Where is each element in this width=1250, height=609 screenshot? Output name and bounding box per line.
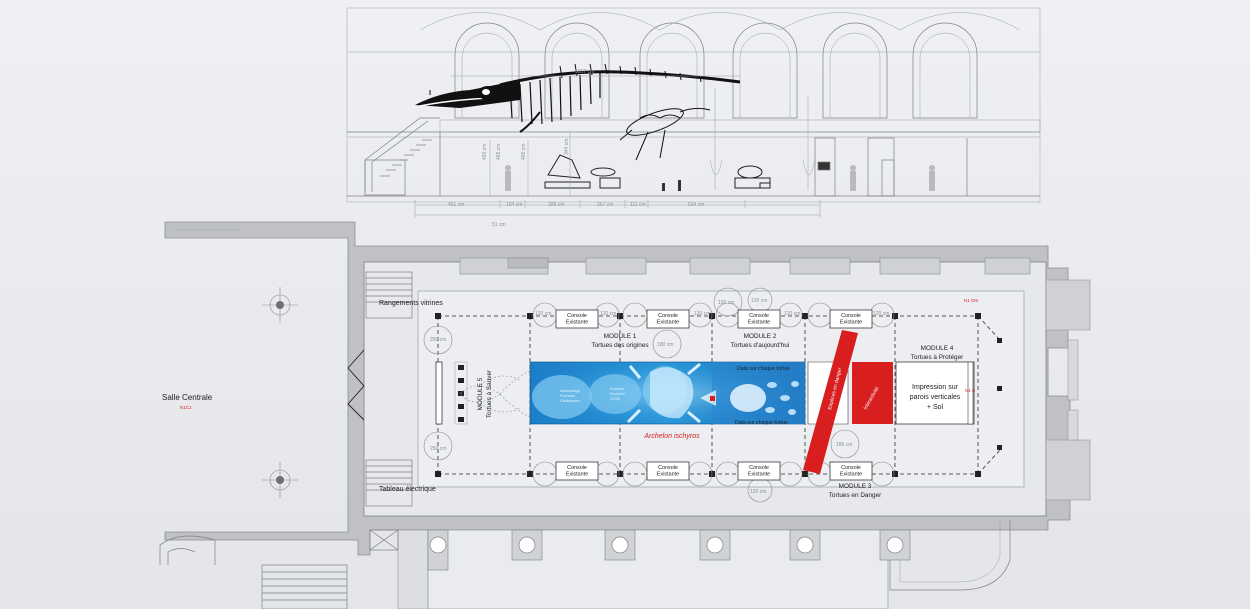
- dim-180-b: 180 cm: [836, 442, 852, 448]
- width-dim-4: 257 cm: [597, 202, 613, 208]
- svg-text:Cladistiques: Cladistiques: [560, 399, 580, 403]
- dim-150: 150 cm: [718, 300, 734, 306]
- whale-length-dim: 1857 cm: [575, 69, 594, 75]
- console-label: Console: [841, 465, 861, 471]
- dim-120-e: 120 cm: [873, 311, 889, 317]
- archelon-skeleton: [619, 107, 711, 161]
- module2-title: MODULE 2: [744, 333, 777, 340]
- width-dim-3: 299 cm: [548, 202, 564, 208]
- impression-panel: [895, 361, 975, 425]
- console-label: Console: [749, 465, 769, 471]
- console-label: Console: [567, 465, 587, 471]
- module1-subtitle: Tortues des origines: [591, 342, 648, 349]
- salle-centrale-code: N1C1: [180, 405, 192, 410]
- dim-120-a: 120 cm: [600, 311, 616, 317]
- rangements-label: Rangements vitrines: [379, 300, 443, 307]
- whale-outline-plan: [459, 364, 546, 424]
- archelon-label: Archelon ischyros: [643, 433, 700, 440]
- module5-subtitle: Tortues à Sauver: [486, 369, 493, 418]
- svg-text:Assemblage: Assemblage: [560, 389, 580, 393]
- impression-line-3: + Sol: [927, 404, 944, 411]
- code-top-right: N1 Om: [964, 298, 979, 303]
- console-label: Existante: [566, 472, 588, 478]
- whale-skeleton: [415, 63, 741, 133]
- width-dim-6: 524 cm: [688, 202, 704, 208]
- svg-text:Formules: Formules: [560, 394, 575, 398]
- red-banner-diagonal: [803, 330, 858, 474]
- console-label: Console: [841, 313, 861, 319]
- console-label: Existante: [657, 320, 679, 326]
- console-label: Console: [658, 313, 678, 319]
- console-row-top: [555, 309, 873, 329]
- dim-250-a: 250 cm: [430, 337, 446, 343]
- dim-120-d: 120 cm: [784, 311, 800, 317]
- console-label: Console: [749, 313, 769, 319]
- console-label: Existante: [566, 320, 588, 326]
- module3-subtitle: Tortues en Danger: [829, 492, 882, 499]
- console-label: Existante: [840, 320, 862, 326]
- column-symbol: [262, 287, 298, 498]
- dim-120-f: 120 cm: [751, 298, 767, 304]
- console-label: Console: [567, 313, 587, 319]
- module5-title: MODULE 5: [477, 377, 484, 410]
- dim-250-b: 250 cm: [430, 446, 446, 452]
- data-top-label: Data sur chaque tortue: [737, 366, 790, 372]
- dim-120-c: 120 cm: [694, 311, 710, 317]
- height-dim-2: 465 cm: [496, 144, 502, 160]
- width-dim-2: 104 cm: [506, 202, 522, 208]
- salle-centrale-label: Salle Centrale: [162, 393, 213, 402]
- code-right: N1 D: [965, 388, 976, 393]
- tableau-label: Tableau électrique: [379, 486, 436, 493]
- width-dim-5: 111 cm: [630, 202, 646, 208]
- height-dim-4: 344 cm: [564, 139, 570, 155]
- console-label: Console: [658, 465, 678, 471]
- console-row-bottom: [555, 461, 873, 481]
- impression-line-2: parois verticales: [910, 394, 961, 401]
- console-label: Existante: [748, 472, 770, 478]
- svg-text:Archelon: Archelon: [610, 387, 624, 391]
- width-dim-1: 461 cm: [448, 202, 464, 208]
- module2-subtitle: Tortues d'aujourd'hui: [731, 342, 790, 349]
- elevation-drawing: 1857 cm 420 cm 465 cm 405 cm 344 cm 461 …: [346, 7, 1041, 228]
- red-panel-interactive: [852, 362, 893, 424]
- module4-title: MODULE 4: [921, 345, 954, 352]
- height-dim-3: 405 cm: [521, 144, 527, 160]
- dim-180-a: 180 cm: [657, 342, 673, 348]
- height-dim-1: 420 cm: [482, 144, 488, 160]
- module4-subtitle: Tortues à Protéger: [911, 354, 964, 361]
- module3-title: MODULE 3: [839, 483, 872, 490]
- dim-120-b: 120 cm: [535, 311, 551, 317]
- svg-text:2D/3D: 2D/3D: [610, 397, 621, 401]
- svg-text:Evolution: Evolution: [610, 392, 625, 396]
- console-label: Existante: [657, 472, 679, 478]
- data-bottom-label: Data sur chaque tortue: [735, 420, 788, 426]
- total-dim: 51 cm: [492, 222, 506, 228]
- console-label: Existante: [840, 472, 862, 478]
- blue-display-bed: Assemblage Formules Cladistiques Archelo…: [529, 361, 806, 425]
- impression-line-1: Impression sur: [912, 384, 959, 391]
- dim-120-g: 120 cm: [750, 489, 766, 495]
- floor-plan: Assemblage Formules Cladistiques Archelo…: [159, 221, 1091, 609]
- console-label: Existante: [748, 320, 770, 326]
- module1-title: MODULE 1: [604, 333, 637, 340]
